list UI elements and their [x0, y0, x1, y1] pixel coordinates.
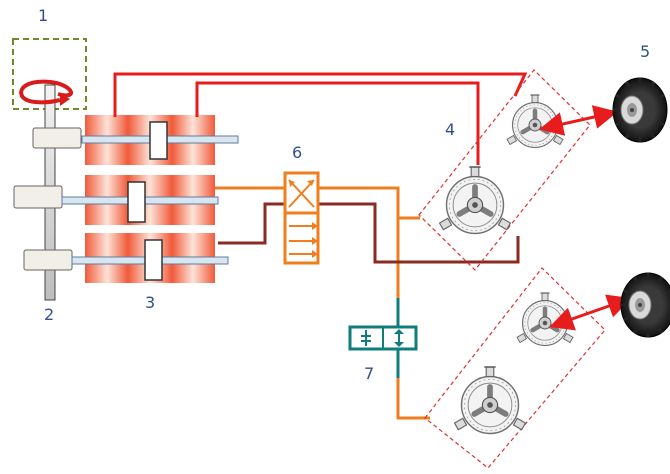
pump-bank-1	[32, 115, 239, 165]
hydraulic-motor-icon	[440, 167, 511, 234]
motor-group-upper	[418, 69, 618, 271]
pressure-lines	[113, 72, 528, 165]
shutoff-valve	[348, 298, 418, 378]
input-drive-box	[12, 38, 87, 110]
hydraulic-motor-icon	[517, 293, 573, 346]
label-2: 2	[44, 305, 55, 324]
pump-bank-3	[23, 233, 229, 283]
return-lines	[218, 202, 520, 264]
label-6: 6	[292, 143, 303, 162]
wheel-icon	[619, 271, 670, 339]
label-5: 5	[640, 42, 651, 61]
label-7: 7	[364, 364, 375, 383]
hydraulic-motor-icon	[455, 367, 526, 434]
rotation-arrow-icon	[19, 79, 73, 106]
motor-group-lower	[424, 267, 632, 469]
label-3: 3	[145, 293, 156, 312]
hydraulic-motor-icon	[507, 95, 563, 148]
label-1: 1	[38, 6, 49, 25]
supply-lines	[215, 186, 430, 420]
directional-valve	[283, 171, 320, 265]
label-4: 4	[445, 120, 456, 139]
wheel-icon	[611, 76, 669, 144]
pump-bank-2	[13, 175, 219, 225]
